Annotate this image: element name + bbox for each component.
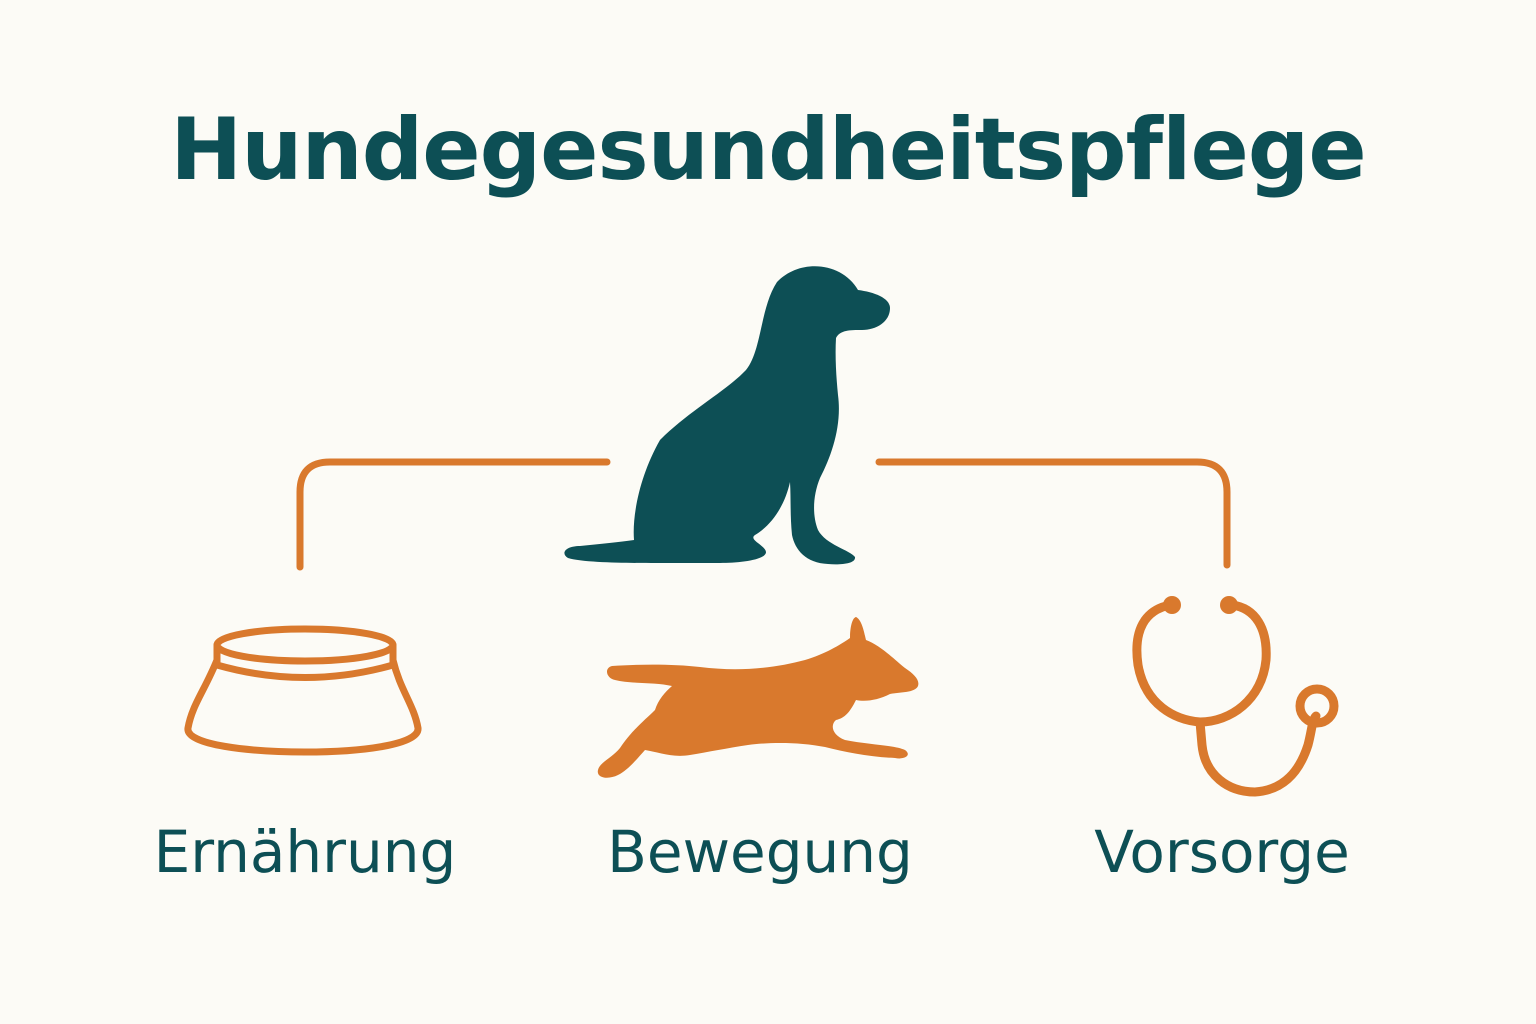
branch-label-exercise: Bewegung [607, 818, 913, 886]
connector-left [296, 458, 611, 571]
food-bowl-icon [184, 625, 422, 756]
stethoscope-icon [1132, 600, 1339, 797]
stethoscope-earpieces [1163, 596, 1238, 614]
running-dog-icon [597, 617, 919, 778]
connector-right [875, 458, 1231, 569]
branch-label-nutrition: Ernährung [153, 818, 457, 886]
branch-label-preventive-care: Vorsorge [1094, 818, 1350, 886]
page-title: Hundegesundheitspflege [170, 100, 1366, 200]
sitting-dog-icon [564, 266, 890, 565]
